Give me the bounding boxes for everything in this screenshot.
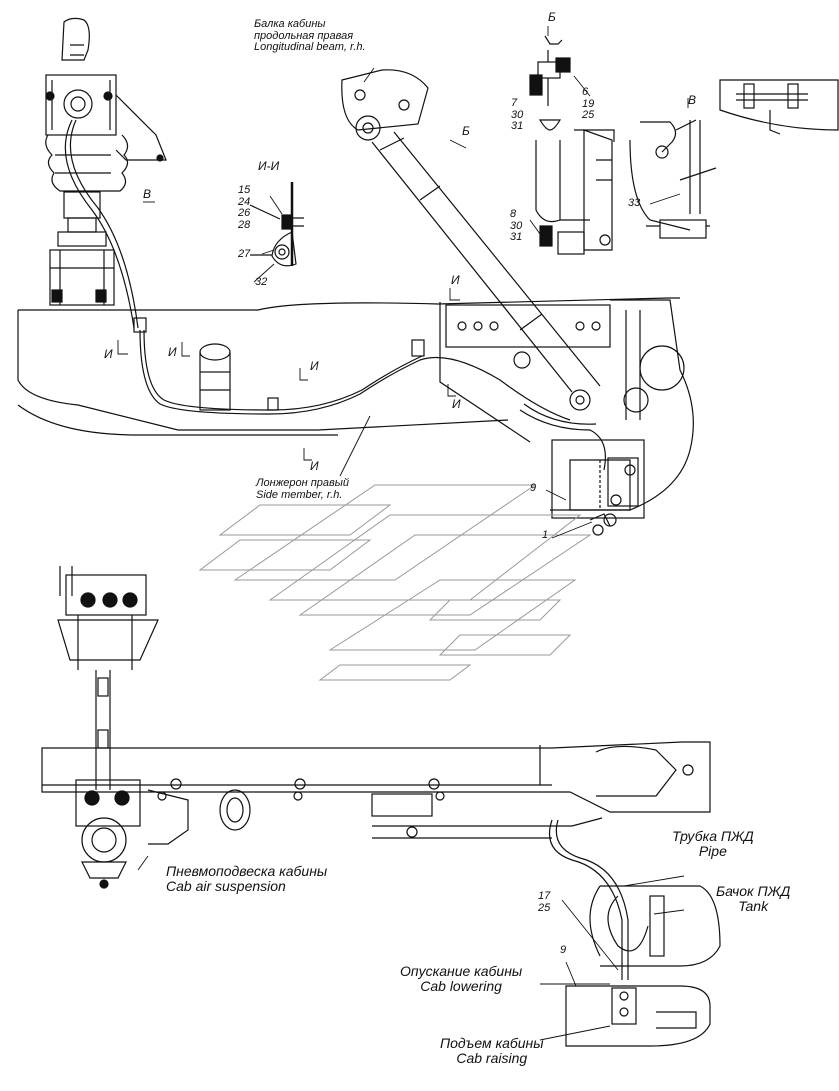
side-member-frame bbox=[17, 297, 680, 443]
tank-label-ru: Бачок ПЖД bbox=[716, 883, 791, 899]
air-suspension-label-en: Cab air suspension bbox=[166, 877, 286, 894]
beam-label-en: Longitudinal beam, r.h. bbox=[254, 41, 366, 54]
callout-view-b-right: 6 19 25 bbox=[582, 86, 595, 122]
callout-26: 26 bbox=[238, 207, 251, 220]
callout-1: 1 bbox=[542, 529, 549, 541]
view-v-detail bbox=[629, 79, 839, 239]
section-mark-6: И bbox=[310, 459, 319, 473]
air-suspension-label: Пневмоподвеска кабины Cab air suspension bbox=[166, 864, 327, 893]
callout-32: 32 bbox=[255, 276, 268, 288]
cab-tilt-cylinder bbox=[341, 69, 694, 536]
view-v-arrow-label: В bbox=[143, 187, 152, 201]
callout-9: 9 bbox=[530, 482, 537, 494]
tank-label: Бачок ПЖД Tank bbox=[716, 884, 790, 913]
view-b-arrow-label: Б bbox=[462, 124, 470, 138]
lowering-label-en: Cab lowering bbox=[420, 977, 502, 994]
section-mark-3: И bbox=[310, 359, 319, 373]
callout-view-b-lower: 8 30 31 bbox=[510, 208, 523, 244]
section-mark-1: И bbox=[104, 347, 113, 361]
lowering-label-ru: Опускание кабины bbox=[400, 963, 523, 979]
air-suspension-label-ru: Пневмоподвеска кабины bbox=[166, 863, 328, 879]
callout-27: 27 bbox=[238, 248, 251, 260]
callout-31b: 31 bbox=[510, 231, 523, 244]
callout-8: 8 bbox=[510, 208, 517, 220]
view-b-detail bbox=[529, 35, 615, 255]
pipe-label-ru: Трубка ПЖД bbox=[672, 828, 754, 844]
callout-30: 30 bbox=[511, 108, 524, 121]
pipe-label: Трубка ПЖД Pipe bbox=[672, 829, 754, 858]
callout-31: 31 bbox=[511, 120, 524, 133]
callout-bottom-17-25: 17 25 bbox=[538, 890, 551, 914]
callout-30b: 30 bbox=[510, 219, 523, 232]
callout-25b: 25 bbox=[538, 901, 551, 914]
callout-24: 24 bbox=[238, 195, 251, 208]
pipe-label-en: Pipe bbox=[698, 842, 727, 859]
section-ii-title: И-И bbox=[258, 159, 280, 173]
callout-7: 7 bbox=[511, 97, 518, 109]
beam-label-ru-2: продольная правая bbox=[254, 29, 354, 42]
callout-view-b-upper: 7 30 31 bbox=[511, 97, 524, 133]
watermark-logo bbox=[198, 484, 592, 681]
view-v-title: В bbox=[688, 93, 697, 107]
beam-label: Балка кабины продольная правая Longitudi… bbox=[254, 18, 366, 54]
callout-28: 28 bbox=[238, 218, 251, 231]
callout-33: 33 bbox=[628, 197, 641, 209]
callout-17: 17 bbox=[538, 890, 551, 902]
side-member-label-ru: Лонжерон правый bbox=[256, 477, 349, 489]
leader-lines bbox=[117, 26, 689, 1041]
callout-19: 19 bbox=[582, 97, 595, 110]
section-ii-detail bbox=[249, 182, 304, 267]
callout-section-ii: 15 24 26 28 bbox=[238, 184, 251, 231]
tank-label-en: Tank bbox=[738, 897, 769, 914]
raising-label-ru: Подъем кабины bbox=[440, 1035, 544, 1051]
raising-label: Подъем кабины Cab raising bbox=[440, 1036, 544, 1065]
callout-15: 15 bbox=[238, 184, 251, 196]
section-mark-4: И bbox=[451, 273, 460, 287]
beam-label-ru-1: Балка кабины bbox=[254, 18, 326, 30]
raising-label-en: Cab raising bbox=[456, 1049, 528, 1066]
lowering-label: Опускание кабины Cab lowering bbox=[400, 964, 522, 993]
section-mark-5: И bbox=[452, 397, 461, 411]
side-member-label-en: Side member, r.h. bbox=[256, 488, 343, 501]
section-mark-2: И bbox=[168, 345, 177, 359]
view-b-title: Б bbox=[548, 10, 556, 24]
callout-6: 6 bbox=[582, 86, 589, 98]
callout-25: 25 bbox=[582, 109, 595, 122]
callout-9b: 9 bbox=[560, 944, 567, 956]
side-member-label: Лонжерон правый Side member, r.h. bbox=[256, 477, 349, 501]
air-suspension-side-view bbox=[45, 17, 167, 329]
bottom-frame-view bbox=[41, 566, 721, 1047]
